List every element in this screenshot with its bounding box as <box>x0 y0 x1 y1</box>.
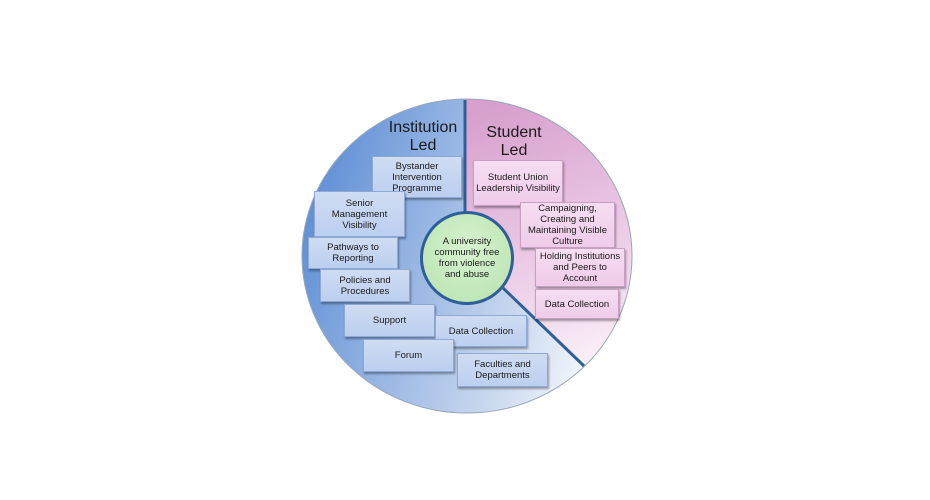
institution-item-forum: Forum <box>363 339 454 372</box>
title-line: Institution <box>388 119 458 136</box>
title-line: Student <box>486 124 542 141</box>
institution-item-faculties: Faculties and Departments <box>457 353 548 387</box>
institution-led-title: Institution Led <box>383 119 463 155</box>
title-line: Led <box>500 142 528 159</box>
divider-line-diagonal <box>501 286 586 368</box>
institution-item-pathways: Pathways to Reporting <box>308 237 398 269</box>
student-item-union-visibility: Student Union Leadership Visibility <box>473 160 563 206</box>
title-line: Led <box>409 137 437 154</box>
student-item-holding-to-account: Holding Institutions and Peers to Accoun… <box>535 248 625 287</box>
institution-item-policies: Policies and Procedures <box>320 269 410 302</box>
student-item-data-collection: Data Collection <box>535 289 619 319</box>
institution-item-senior-management: Senior Management Visibility <box>314 191 405 237</box>
center-goal-circle: A university community free from violenc… <box>420 211 514 305</box>
institution-item-support: Support <box>344 304 435 337</box>
student-led-title: Student Led <box>475 124 553 160</box>
student-item-campaigning: Campaigning, Creating and Maintaining Vi… <box>520 202 615 248</box>
